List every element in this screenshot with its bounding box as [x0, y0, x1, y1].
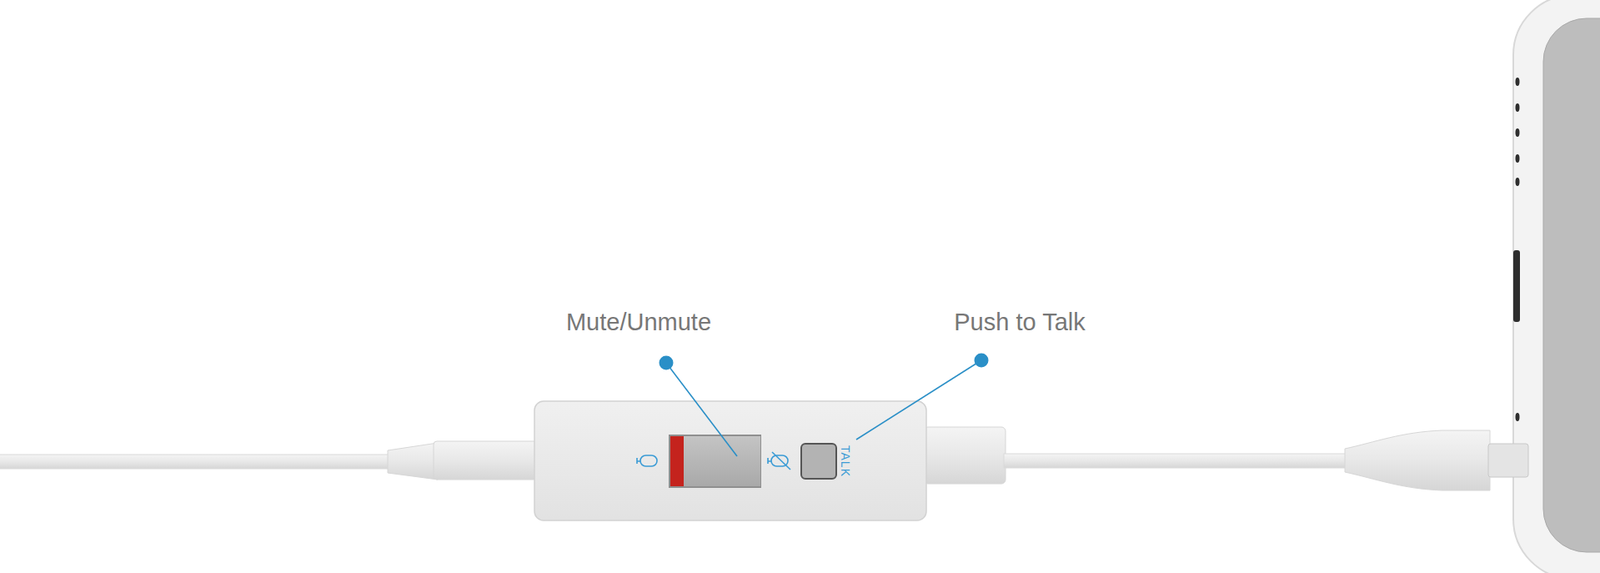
right-cable: [923, 426, 1529, 491]
left-cable: [0, 441, 537, 480]
side-port: [1513, 250, 1520, 322]
talk-button: [801, 443, 837, 479]
phone: [1513, 0, 1600, 573]
mute-indicator: [670, 436, 684, 487]
speaker-holes: [1515, 77, 1520, 422]
mic-muted-icon: [767, 451, 791, 470]
mute-slider: [683, 436, 761, 487]
inline-control-housing: [534, 401, 927, 521]
callout-label: Mute/Unmute: [566, 308, 712, 337]
leader-lines: [659, 353, 989, 457]
mic-icon: [636, 455, 658, 467]
callout-label: Push to Talk: [953, 308, 1085, 337]
button-marking: TALK: [838, 445, 853, 477]
